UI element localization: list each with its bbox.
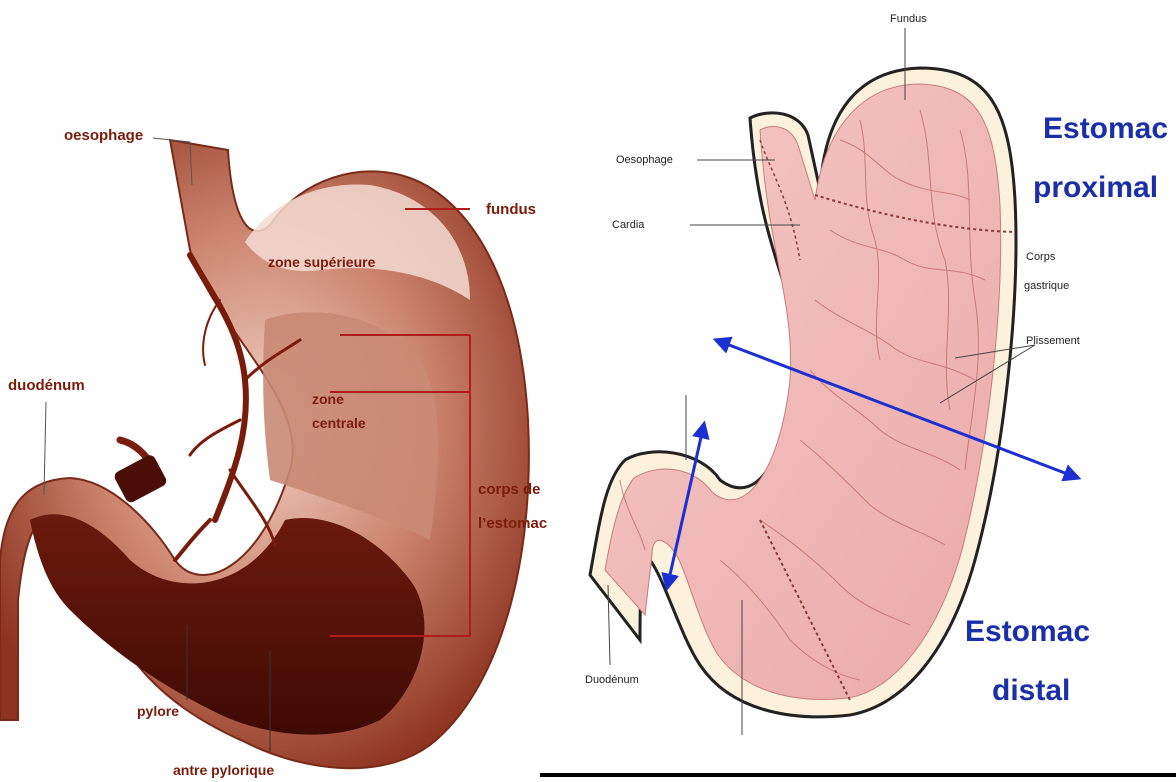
label-pylore: pylore xyxy=(137,703,179,719)
title-estomac-distal-2: distal xyxy=(992,674,1070,707)
left-stomach-illustration xyxy=(0,140,529,768)
label-zone-centrale-1: zone xyxy=(312,391,344,407)
leader-duodenum xyxy=(44,402,46,495)
title-estomac-distal-1: Estomac xyxy=(965,615,1090,648)
label-fundus-right: Fundus xyxy=(890,13,927,25)
label-oesophage: oesophage xyxy=(64,127,143,144)
label-fundus: fundus xyxy=(486,201,536,218)
label-oesophage-right: Oesophage xyxy=(616,154,673,166)
title-estomac-proximal-1: Estomac xyxy=(1043,112,1168,145)
label-corps-gastrique-2: gastrique xyxy=(1024,280,1069,292)
label-corps-2: l’estomac xyxy=(478,515,547,532)
label-cardia: Cardia xyxy=(612,219,645,231)
label-zone-centrale-2: centrale xyxy=(312,415,366,431)
label-plissement: Plissement xyxy=(1026,335,1080,347)
title-estomac-proximal-2: proximal xyxy=(1033,171,1158,204)
label-duodenum-right: Duodénum xyxy=(585,674,639,686)
label-zone-superieure: zone supérieure xyxy=(268,254,376,270)
label-duodenum: duodénum xyxy=(8,377,85,394)
left-mucosa-interior xyxy=(30,514,424,734)
label-antre: antre pylorique xyxy=(173,762,274,778)
label-corps-1: corps de xyxy=(478,481,541,498)
label-corps-gastrique-1: Corps xyxy=(1026,251,1056,263)
left-vessel-stump xyxy=(113,453,169,504)
